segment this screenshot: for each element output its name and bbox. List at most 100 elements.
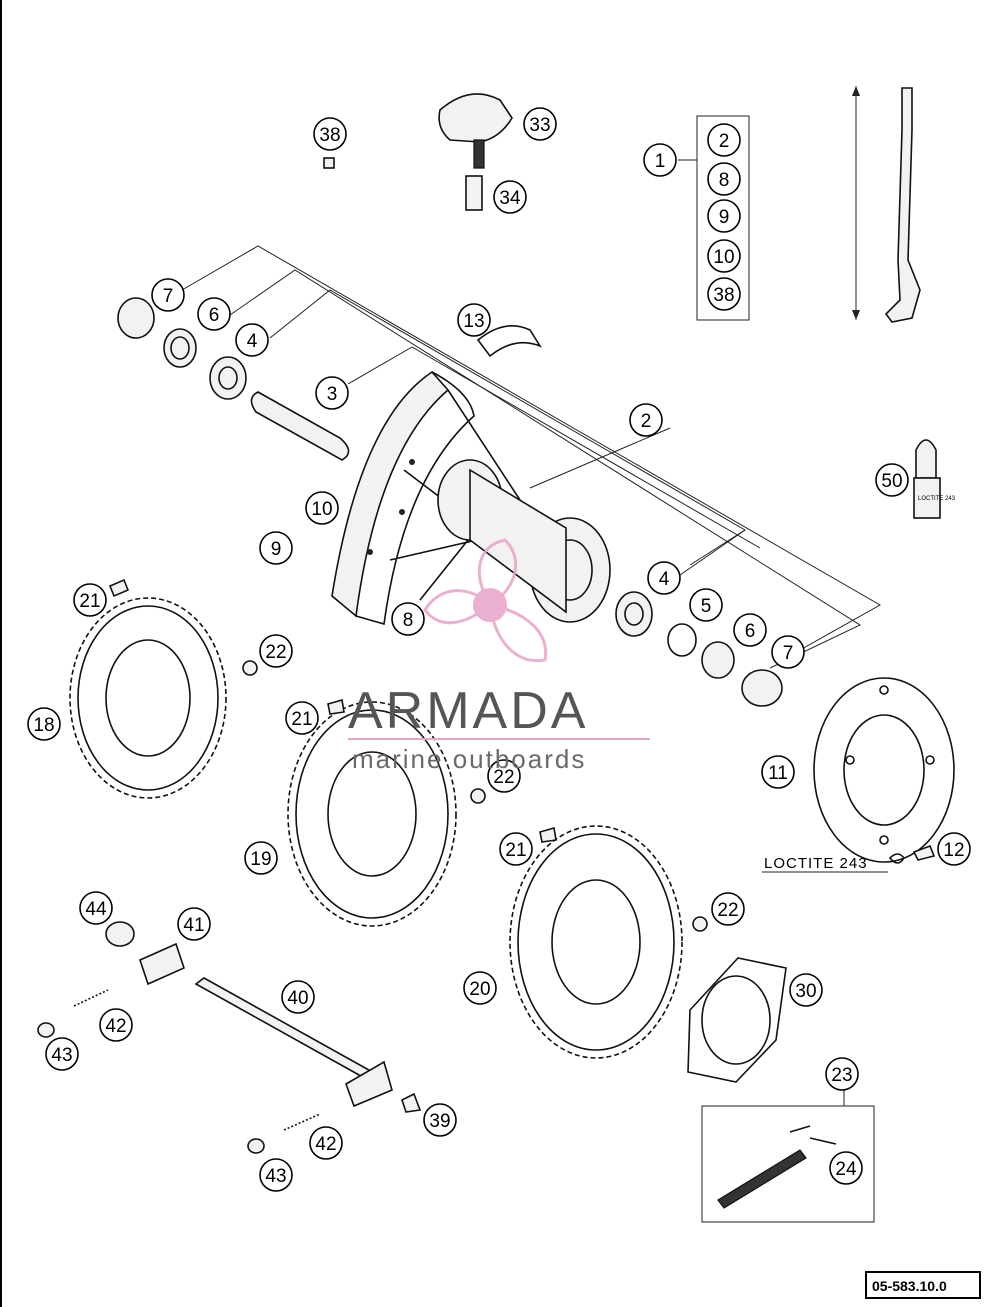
callout-5: 5	[689, 588, 723, 622]
callout-label: 9	[719, 207, 730, 228]
callout-10: 10	[707, 239, 741, 273]
rim-lock-part	[438, 93, 513, 211]
callout-label: 7	[163, 286, 174, 307]
assembly-leader-lines	[181, 245, 882, 669]
callout-circle	[689, 588, 723, 622]
loctite-tube: LOCTITE 243	[913, 439, 956, 519]
callout-label: 4	[247, 331, 258, 352]
callout-circle	[315, 376, 349, 410]
watermark-brand: ARMADA	[348, 682, 588, 740]
callout-42: 42	[99, 1008, 133, 1042]
callout-40: 40	[281, 980, 315, 1014]
callout-label: 38	[319, 125, 340, 146]
callout-34: 34	[493, 180, 527, 214]
callout-circle	[499, 832, 533, 866]
callout-10: 10	[305, 491, 339, 525]
callout-label: 34	[499, 188, 521, 209]
callout-circle	[313, 117, 347, 151]
callout-label: 30	[795, 981, 816, 1002]
callout-circle	[643, 143, 677, 177]
callout-circle	[761, 755, 795, 789]
callout-8: 8	[707, 162, 741, 196]
callout-circle	[707, 199, 741, 233]
callout-circle	[285, 701, 319, 735]
sprocket-19	[287, 701, 457, 927]
callout-circle	[281, 980, 315, 1014]
callout-label: 33	[529, 115, 550, 136]
callout-39: 39	[423, 1103, 457, 1137]
callout-24: 24	[829, 1151, 863, 1185]
callout-label: 5	[701, 596, 712, 617]
callout-circle	[937, 832, 971, 866]
left-hub-parts	[117, 297, 350, 461]
sprocket-20	[509, 825, 683, 1059]
callout-circle	[829, 1151, 863, 1185]
callout-label: 1	[655, 151, 666, 172]
callout-label: 3	[327, 384, 338, 405]
callout-circle	[244, 841, 278, 875]
spoke-tool	[852, 86, 921, 323]
callout-label: 11	[768, 763, 788, 784]
callout-label: 21	[291, 709, 312, 730]
callout-circle	[733, 613, 767, 647]
callout-33: 33	[523, 107, 557, 141]
callout-2: 2	[629, 403, 663, 437]
callout-label: 22	[493, 767, 514, 788]
callout-38: 38	[313, 117, 347, 151]
propeller-blade	[423, 589, 493, 625]
callout-50: 50	[875, 463, 909, 497]
callout-circle	[523, 107, 557, 141]
callout-label: 7	[783, 643, 794, 664]
callout-circle	[825, 1057, 859, 1091]
callout-label: 43	[265, 1166, 286, 1187]
callout-circle	[629, 403, 663, 437]
callout-6: 6	[733, 613, 767, 647]
callout-label: 10	[311, 499, 332, 520]
propeller-hub	[473, 588, 507, 622]
callout-label: 44	[85, 899, 107, 920]
callout-circle	[235, 323, 269, 357]
callout-label: 12	[943, 840, 964, 861]
callout-circle	[463, 971, 497, 1005]
callout-label: 42	[315, 1134, 336, 1155]
callout-3: 3	[315, 376, 349, 410]
callout-circle	[309, 1126, 343, 1160]
callout-label: 4	[659, 569, 670, 590]
callout-21: 21	[73, 583, 107, 617]
document-number-box: 05-583.10.0	[865, 1271, 981, 1299]
callout-label: 9	[271, 539, 282, 560]
callout-circle	[771, 635, 805, 669]
callout-7: 7	[771, 635, 805, 669]
left-frame-border	[0, 0, 2, 1307]
callout-label: 24	[835, 1159, 857, 1180]
callout-22: 22	[711, 892, 745, 926]
callout-label: 2	[719, 131, 730, 152]
callout-label: 8	[403, 610, 414, 631]
callout-6: 6	[197, 297, 231, 331]
callout-label: 22	[265, 642, 286, 663]
callout-label: 21	[505, 840, 526, 861]
callout-circle	[151, 278, 185, 312]
callout-4: 4	[647, 561, 681, 595]
callout-22: 22	[259, 634, 293, 668]
callout-label: 39	[429, 1111, 450, 1132]
callout-4: 4	[235, 323, 269, 357]
callout-8: 8	[391, 602, 425, 636]
callout-12: 12	[937, 832, 971, 866]
callout-21: 21	[499, 832, 533, 866]
propeller-blade	[477, 538, 518, 608]
disc-bolt	[888, 844, 936, 864]
callout-43: 43	[259, 1158, 293, 1192]
callout-label: 10	[713, 247, 734, 268]
callout-label: 19	[250, 849, 271, 870]
callout-label: 18	[33, 715, 54, 736]
callout-circle	[177, 907, 211, 941]
callout-label: 21	[79, 591, 100, 612]
callout-circle	[259, 1158, 293, 1192]
callout-circle	[457, 303, 491, 337]
callout-circle	[707, 123, 741, 157]
callout-label: 23	[831, 1065, 852, 1086]
document-number: 05-583.10.0	[872, 1278, 947, 1294]
callout-30: 30	[789, 973, 823, 1007]
callout-circle	[79, 891, 113, 925]
